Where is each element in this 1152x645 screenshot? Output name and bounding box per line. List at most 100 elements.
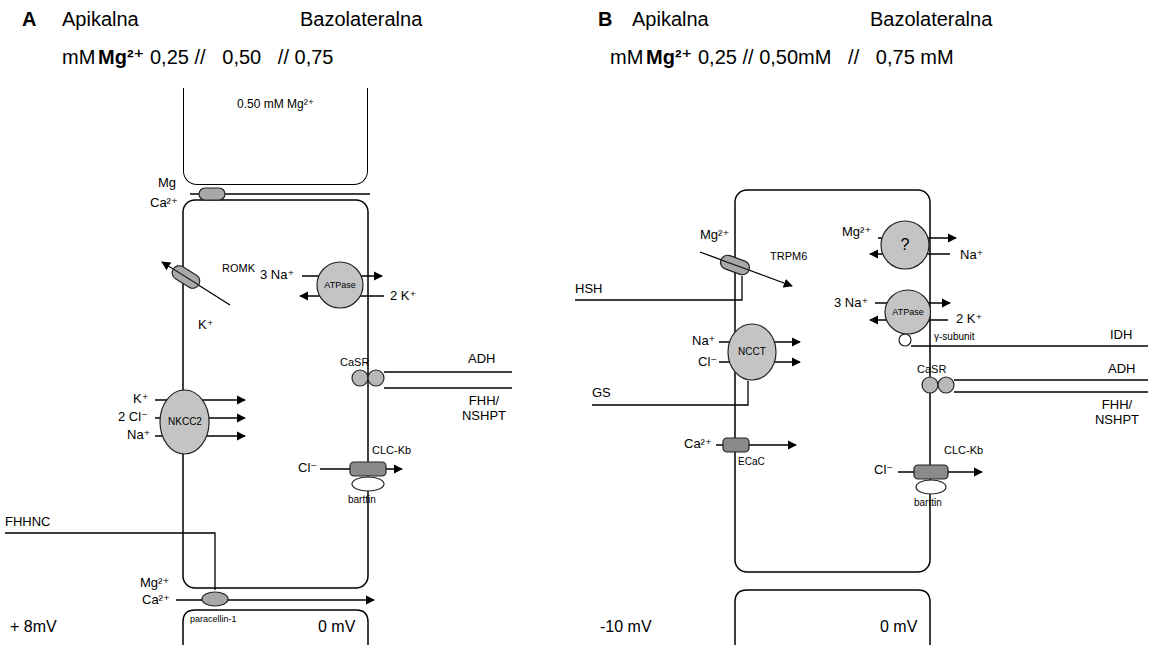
ion-label: 2 Cl⁻ xyxy=(118,410,148,425)
subunit-name: barttin xyxy=(914,497,942,509)
pump-oval: ATPase xyxy=(884,289,932,335)
side-heading: Bazolateralna xyxy=(300,8,422,31)
ion-label: Ca²⁺ xyxy=(684,437,712,452)
receptor-symbol xyxy=(922,377,938,393)
ion-label: 2 K⁺ xyxy=(956,312,982,327)
exchanger-oval: ? xyxy=(880,220,930,270)
side-heading: Bazolateralna xyxy=(870,8,992,31)
disease-label: FHH/ NSHPT xyxy=(455,394,513,424)
disease-label: HSH xyxy=(575,282,602,297)
flux-line xyxy=(5,194,1148,600)
disease-label: ADH xyxy=(1108,362,1135,377)
ion-label: Na⁺ xyxy=(692,334,715,349)
channel-symbol xyxy=(723,438,749,452)
flux-arrow xyxy=(162,262,230,305)
unit-label: mM xyxy=(62,46,95,69)
ion-label: Na⁺ xyxy=(960,248,983,263)
channel-symbol xyxy=(170,263,203,291)
ion-label: 2 K⁺ xyxy=(390,289,416,304)
receptor-name: CaSR xyxy=(917,363,946,376)
concentration-values: 0,25 // 0,50mM // 0,75 mM xyxy=(698,46,954,69)
receptor-symbol xyxy=(938,377,954,393)
ion-label: Ca²⁺ xyxy=(142,593,170,608)
ion-label: Cl⁻ xyxy=(298,461,317,476)
channel-symbol xyxy=(350,462,386,476)
pump-oval: ATPase xyxy=(316,261,364,309)
receptor-symbol xyxy=(352,370,368,386)
channel-symbol xyxy=(914,465,948,479)
ion-label: Mg²⁺ xyxy=(842,225,871,240)
node-text: ATPase xyxy=(324,280,355,290)
transporter-oval xyxy=(160,390,209,454)
cell-outline xyxy=(183,200,368,588)
transporter-oval: NCCT xyxy=(727,323,777,381)
node-text: 0.50 mM Mg²⁺ xyxy=(237,98,314,112)
barttin-symbol xyxy=(916,480,946,494)
voltage-label: 0 mV xyxy=(880,618,917,636)
transporter-oval xyxy=(728,324,776,380)
channel-name: CLC-Kb xyxy=(944,444,983,457)
cell-outline xyxy=(735,190,930,572)
side-heading: Apikalna xyxy=(632,8,709,31)
channel-name: ECaC xyxy=(738,456,765,468)
ion-label: Cl⁻ xyxy=(874,463,893,478)
receptor-symbol xyxy=(368,370,384,386)
ion-label: Cl⁻ xyxy=(698,355,717,370)
disease-label: FHHNC xyxy=(5,515,51,530)
ion-label: Na⁺ xyxy=(127,428,150,443)
channel-name: ROMK xyxy=(222,262,255,275)
disease-label: FHH/ NSHPT xyxy=(1088,398,1146,428)
barttin-symbol xyxy=(352,477,384,491)
channel-name: paracellin-1 xyxy=(190,614,237,624)
node-text: ? xyxy=(901,236,910,254)
channel-symbol xyxy=(202,592,228,606)
panel-letter: B xyxy=(598,8,612,31)
leader-line xyxy=(5,533,215,590)
transporter-oval: NKCC2 xyxy=(159,389,210,455)
panel-letter: A xyxy=(22,8,36,31)
leader-line xyxy=(592,381,748,405)
concentration-values: 0,25 // 0,50 // 0,75 xyxy=(150,46,333,69)
pump-oval xyxy=(317,262,363,308)
ion-label: Mg²⁺ xyxy=(140,576,169,591)
leader-line xyxy=(911,345,1148,346)
voltage-label: + 8mV xyxy=(10,618,57,636)
side-heading: Apikalna xyxy=(62,8,139,31)
disease-label: IDH xyxy=(1110,328,1132,343)
ion-label: 3 Na⁺ xyxy=(260,268,294,283)
subunit-name: barttin xyxy=(348,494,376,506)
channel-symbol xyxy=(173,269,198,285)
disease-label: GS xyxy=(592,386,611,401)
ion-label: 3 Na⁺ xyxy=(834,296,868,311)
voltage-label: -10 mV xyxy=(600,618,652,636)
ion-label: K⁺ xyxy=(198,318,214,333)
leader-line xyxy=(954,379,1148,380)
ion-label: Mg²⁺ xyxy=(700,228,729,243)
cell-outline xyxy=(735,590,930,645)
leader-line xyxy=(384,387,512,388)
leader-line xyxy=(384,371,512,372)
ion-label: K⁺ xyxy=(133,392,149,407)
disease-label: ADH xyxy=(468,352,495,367)
ion-heading: Mg²⁺ xyxy=(646,46,692,69)
channel-symbol xyxy=(719,253,752,276)
receptor-name: CaSR xyxy=(340,356,369,369)
cell-outline xyxy=(183,610,368,645)
ion-label: Mg xyxy=(158,176,176,191)
channel-symbol xyxy=(199,188,225,200)
cell-box: 0.50 mM Mg²⁺ xyxy=(183,88,368,185)
subunit-symbol xyxy=(899,334,911,346)
node-text: ATPase xyxy=(892,307,923,317)
channel-symbol xyxy=(719,253,752,276)
node-text: NCCT xyxy=(738,346,766,358)
channel-symbol xyxy=(170,188,954,606)
channel-symbol xyxy=(170,263,203,291)
ion-label: Ca²⁺ xyxy=(150,196,178,211)
unit-label: mM xyxy=(610,46,643,69)
channel-name: TRPM6 xyxy=(770,250,807,263)
cell-outline xyxy=(183,190,930,645)
channel-name: CLC-Kb xyxy=(372,444,411,457)
exchanger-oval xyxy=(881,221,929,269)
leader-line xyxy=(954,391,1148,392)
